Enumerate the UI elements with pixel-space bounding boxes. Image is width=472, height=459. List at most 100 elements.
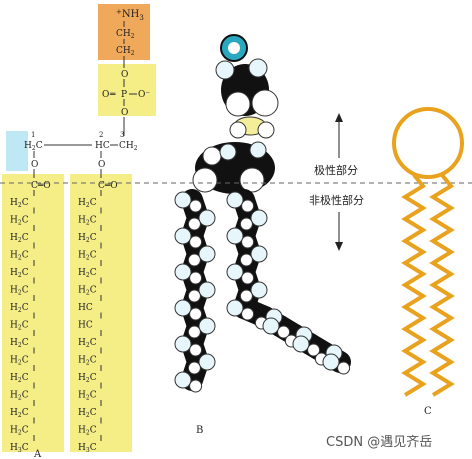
chain-unit: H2C xyxy=(10,373,29,384)
phosphate-double-bond: ═ xyxy=(109,90,116,100)
phosphate-p: P xyxy=(121,90,127,100)
tail-hydrogen xyxy=(250,281,268,299)
nonpolar-arrow-head xyxy=(335,242,343,251)
tail-hydrogen xyxy=(262,317,280,335)
chain-unit: H2C xyxy=(78,216,97,227)
glycerol-c2: 2 xyxy=(99,131,103,139)
ester-right: C═O xyxy=(98,181,118,191)
glycerol-h2c: H2C xyxy=(24,141,43,152)
tail-hydrogen xyxy=(307,343,321,357)
tail-hydrogen xyxy=(189,199,203,213)
tail-hydrogen xyxy=(189,379,203,393)
panel-b-space-filling-model: B xyxy=(174,34,351,436)
backbone-h2 xyxy=(219,143,237,161)
chain-unit: H2C xyxy=(10,303,29,314)
chain-unit: H2C xyxy=(78,426,97,437)
tail-hydrogen xyxy=(189,271,203,285)
head-h4 xyxy=(251,89,279,117)
tail-hydrogen xyxy=(226,263,244,281)
chain-unit: H2C xyxy=(10,321,29,332)
chain-unit: H2C xyxy=(78,198,97,209)
tail-hydrogen xyxy=(337,361,351,375)
tail-hydrogen xyxy=(198,353,216,371)
chain-unit: H3C xyxy=(78,443,97,454)
chain-unit: H2C xyxy=(78,338,97,349)
tail-hydrogen xyxy=(241,235,255,249)
panel-label-c: C xyxy=(424,406,432,417)
tail-hydrogen xyxy=(174,371,192,389)
polar-head-circle xyxy=(392,107,464,179)
chain-unit: H2C xyxy=(10,286,29,297)
tail-hydrogen xyxy=(174,335,192,353)
nonpolar-region-label: 非极性部分 xyxy=(309,193,364,207)
region-labels: 极性部分 非极性部分 xyxy=(309,113,364,251)
chain-unit: H2C xyxy=(78,268,97,279)
hydrophobic-tail-right xyxy=(429,173,455,397)
chain-unit: H2C xyxy=(10,426,29,437)
fatty-chain-right: H2CH2CH2CH2CH2CH2CHCHCH2CH2CH2CH2CH2CH2C… xyxy=(78,190,102,454)
tail-hydrogen xyxy=(241,199,255,213)
tail-hydrogen xyxy=(198,245,216,263)
tail-hydrogen xyxy=(198,209,216,227)
glycerol-box xyxy=(6,131,28,171)
tail-hydrogen xyxy=(241,307,255,321)
amine-ch2-2: CH2 xyxy=(116,46,135,57)
chain-unit: H2C xyxy=(10,216,29,227)
panel-c-schematic: C xyxy=(392,107,464,417)
tail-hydrogen xyxy=(241,271,255,285)
backbone-h3 xyxy=(249,141,267,159)
head-h1 xyxy=(215,60,235,80)
tail-hydrogen xyxy=(322,353,340,371)
chain-unit: H2C xyxy=(10,198,29,209)
phosphate-o-left: O xyxy=(102,90,109,100)
tail-right xyxy=(226,189,351,375)
head-h2 xyxy=(248,58,268,78)
tail-hydrogen xyxy=(226,191,244,209)
polar-region-label: 极性部分 xyxy=(314,163,358,177)
chain-unit: H2C xyxy=(10,391,29,402)
ester-o-right xyxy=(239,167,265,193)
head-h3 xyxy=(225,91,251,117)
tail-hydrogen xyxy=(174,227,192,245)
tail-hydrogen xyxy=(187,217,201,231)
backbone-h1 xyxy=(202,146,222,166)
tail-hydrogen xyxy=(189,235,203,249)
phosphate-o-minus: O⁻ xyxy=(138,90,150,100)
glycerol-ch2: CH2 xyxy=(119,141,138,152)
tail-hydrogen xyxy=(187,361,201,375)
chain-unit: HC xyxy=(78,321,93,331)
tail-hydrogen xyxy=(187,289,201,303)
chain-unit: H2C xyxy=(10,356,29,367)
chain-unit: HC xyxy=(78,303,93,313)
tail-hydrogen xyxy=(250,245,268,263)
amine-label: +NH3 xyxy=(116,8,144,22)
tail-hydrogen xyxy=(174,191,192,209)
polar-arrow-head xyxy=(335,113,343,122)
tail-hydrogen xyxy=(198,317,216,335)
chain-unit: H2C xyxy=(78,356,97,367)
chain-left-box xyxy=(2,174,64,452)
chain-unit: H2C xyxy=(78,251,97,262)
phosphate-o-top: O xyxy=(121,70,128,80)
chain-unit: H2C xyxy=(78,233,97,244)
tail-hydrogen xyxy=(292,335,310,353)
phosphate-o-bottom: O xyxy=(121,108,128,118)
chain-unit: H3C xyxy=(10,443,29,454)
panel-label-b: B xyxy=(196,425,203,436)
tail-hydrogen xyxy=(174,263,192,281)
choline-ring-inner xyxy=(228,42,240,54)
chain-unit: H2C xyxy=(10,233,29,244)
chain-unit: H2C xyxy=(78,408,97,419)
tail-hydrogen xyxy=(250,209,268,227)
watermark: CSDN @遇见齐岳 xyxy=(326,434,432,450)
chain-unit: H2C xyxy=(10,251,29,262)
tail-hydrogen xyxy=(239,253,253,267)
panel-a-structure: +NH3 CH2 CH2 O O ═ P O⁻ O 1 2 3 H2C HC C… xyxy=(2,4,156,459)
glycerol-o1: O xyxy=(31,160,38,170)
ester-left: C═O xyxy=(31,181,51,191)
chain-unit: H2C xyxy=(78,373,97,384)
tail-hydrogen xyxy=(277,325,291,339)
phosphate-box xyxy=(98,64,156,116)
tail-hydrogen xyxy=(226,299,244,317)
